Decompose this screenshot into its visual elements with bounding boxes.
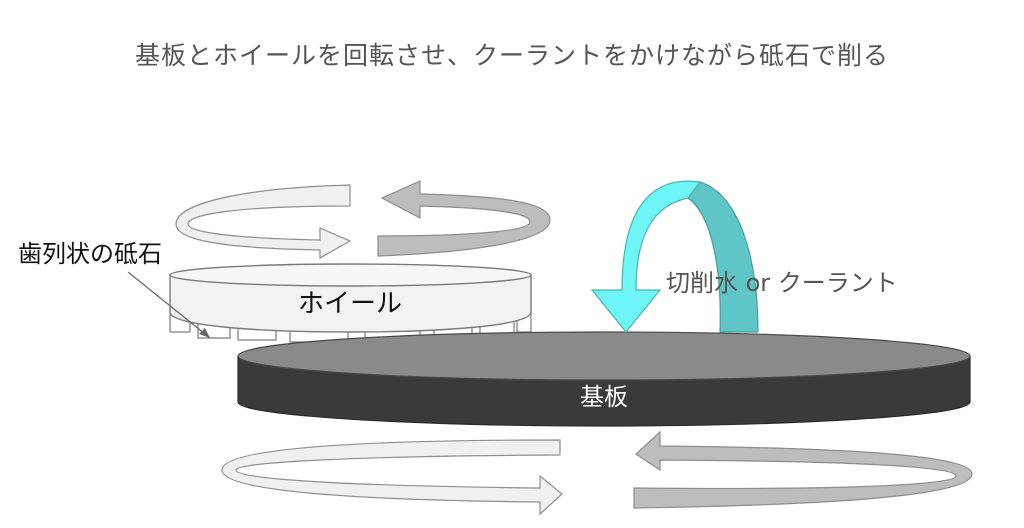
coolant-arrow — [590, 180, 759, 333]
substrate-rotation-arrow — [221, 430, 973, 516]
coolant-label: 切削水 or クーラント — [666, 269, 898, 297]
wheel-top — [169, 263, 532, 287]
wheel-rotation-arrow-left — [175, 184, 352, 260]
wheel-body — [169, 274, 532, 333]
wheel-rotation-arrow — [175, 180, 551, 260]
coolant-arrow-front — [590, 180, 702, 333]
substrate-rotation-arrow-left — [221, 439, 563, 516]
wheel-label: ホイール — [298, 289, 402, 319]
substrate-rotation-arrow-right — [633, 430, 973, 509]
wheel-rotation-arrow-right — [377, 180, 551, 257]
substrate-label: 基板 — [580, 383, 628, 411]
teeth-label: 歯列状の砥石 — [18, 240, 162, 268]
coolant-arrow-back — [687, 181, 759, 333]
page-title: 基板とホイールを回転させ、クーラントをかけながら砥石で削る — [134, 41, 889, 70]
substrate-top — [237, 331, 971, 381]
substrate: 基板 — [237, 331, 971, 427]
teeth-pointer — [127, 271, 211, 339]
wheel: ホイール — [169, 263, 532, 343]
